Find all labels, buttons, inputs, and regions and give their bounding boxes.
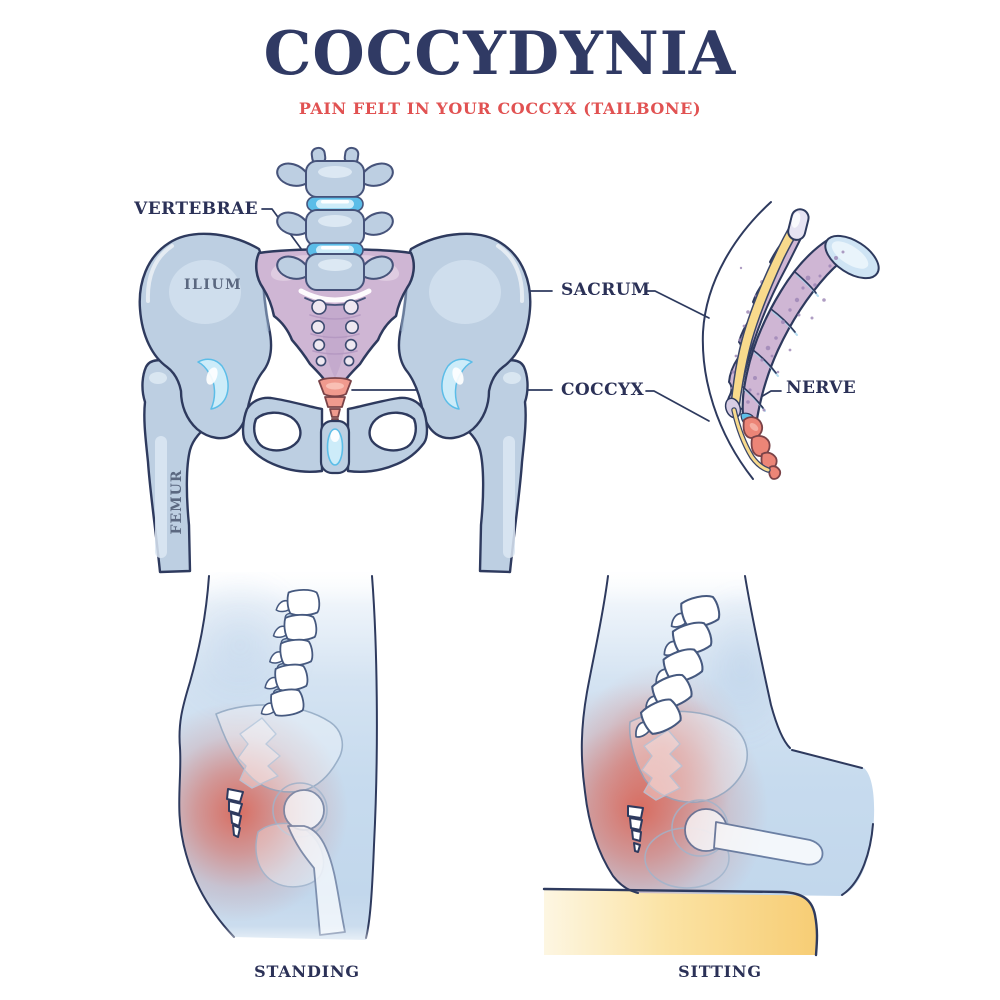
label-standing: STANDING: [254, 962, 360, 981]
femur-head-standing: [283, 789, 325, 831]
sacral-foramina: [310, 299, 359, 367]
lumbar-vertebrae: [276, 160, 394, 247]
sacrum-bone: [254, 248, 416, 384]
label-sitting: SITTING: [678, 962, 762, 981]
seat-cushion: [544, 889, 817, 955]
coccyx-standing: [226, 788, 244, 838]
standing-figure: [175, 572, 385, 954]
body-contour-line: [701, 201, 772, 480]
label-nerve: NERVE: [786, 378, 857, 398]
label-coccyx: COCCYX: [561, 380, 645, 400]
seat-edge-line: [542, 887, 819, 957]
sacrum-leader-line-right: [646, 290, 710, 319]
page-subtitle: PAIN FELT IN YOUR COCCYX (TAILBONE): [298, 99, 702, 118]
front-pelvis-view: [137, 146, 533, 574]
label-femur: FEMUR: [169, 469, 185, 535]
vertebrae-leader-line: [261, 208, 303, 251]
coccyx-leader-line-right: [645, 390, 710, 422]
standing-pelvis-faint: [215, 704, 346, 936]
page-title: COCCYDYNIA: [263, 19, 737, 89]
label-vertebrae: VERTEBRAE: [134, 199, 258, 219]
sitting-pelvis-faint: [628, 710, 824, 889]
label-ilium: ILIUM: [184, 277, 243, 293]
femur-shaft-standing: [287, 825, 346, 936]
sitting-figure: [542, 572, 875, 957]
side-sacrum-view: [701, 201, 880, 480]
label-sacrum: SACRUM: [561, 280, 651, 300]
coccyx-sitting: [627, 805, 644, 853]
femur-shaft-sitting: [713, 821, 824, 866]
